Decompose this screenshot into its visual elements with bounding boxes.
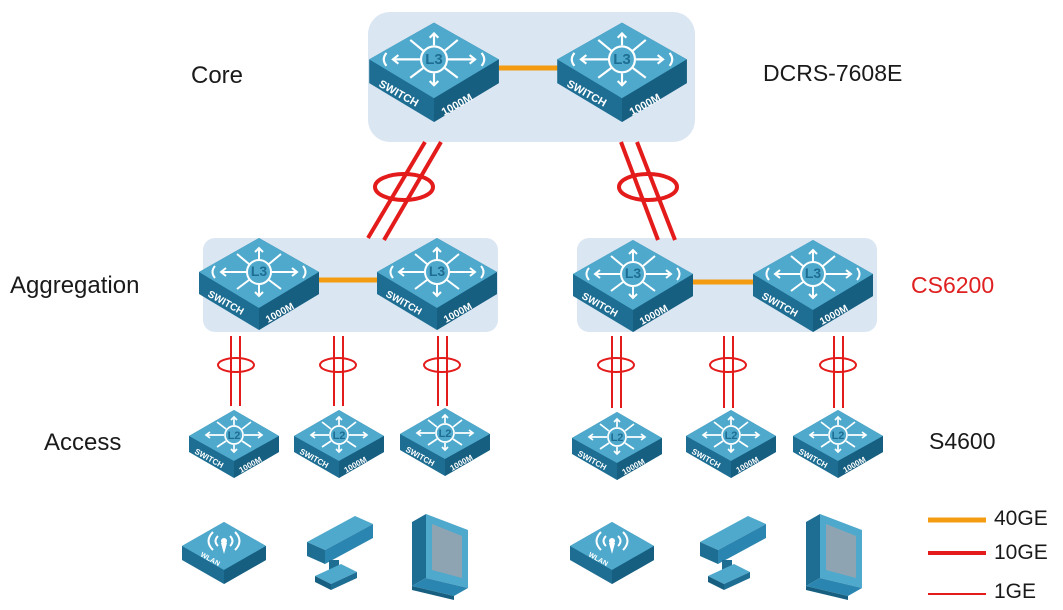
wlan-ap-right: WLAN [569,521,655,585]
computer-icon [412,514,468,600]
legend-label-1ge: 1GE [994,580,1037,603]
switch-l2-icon [571,411,663,481]
link-1ge-agg-access-3 [423,336,461,406]
access-switch-5-layer: L2 [725,430,738,442]
link-1ge-agg-access-4 [597,336,635,408]
model-label-core: DCRS-7608E [763,60,903,86]
tier-label-access: Access [44,429,122,456]
model-label-access: S4600 [929,428,996,454]
legend-label-10ge: 10GE [994,541,1048,564]
link-1ge-agg-access-5 [709,336,747,408]
access-switch-4: L2 SWITCH 1000M [571,411,663,481]
camera-icon [307,516,373,590]
access-switch-5: L2 SWITCH 1000M [685,409,777,479]
wlan-ap-icon [569,521,655,585]
access-switch-2-layer: L2 [333,430,346,442]
link-10ge-core-agg-right [617,141,679,241]
camera-icon [700,516,766,590]
legend-label-40ge: 40GE [994,507,1048,530]
switch-l2-icon [792,409,884,479]
core-switch-2-layer: L3 [613,51,631,68]
access-switch-6: L2 SWITCH 1000M [792,409,884,479]
agg-switch-1-layer: L3 [251,263,268,279]
link-1ge-agg-access-6 [819,336,857,408]
agg-switch-4-layer: L3 [805,265,822,281]
tier-label-core: Core [191,62,244,89]
wlan-ap-left: WLAN [181,521,267,585]
wlan-ap-icon [181,521,267,585]
access-switch-2: L2 SWITCH 1000M [293,409,385,479]
tier-label-aggregation: Aggregation [10,272,140,299]
access-switch-1-layer: L2 [228,430,241,442]
access-switch-4-layer: L2 [611,432,624,444]
access-switch-3-layer: L2 [439,428,452,440]
agg-switch-2-layer: L3 [429,263,446,279]
agg-switch-3-layer: L3 [625,265,642,281]
switch-l2-icon [685,409,777,479]
switch-l2-icon [399,407,491,477]
access-switch-1: L2 SWITCH 1000M [188,409,280,479]
core-switch-1-layer: L3 [425,51,443,68]
model-label-aggregation: CS6200 [911,272,995,298]
access-switch-6-layer: L2 [832,430,845,442]
computer-icon [806,514,862,600]
switch-l2-icon [293,409,385,479]
link-10ge-core-agg-left [366,140,443,242]
link-1ge-agg-access-1 [217,336,255,406]
link-1ge-agg-access-2 [319,336,357,406]
switch-l2-icon [188,409,280,479]
access-switch-3: L2 SWITCH 1000M [399,407,491,477]
